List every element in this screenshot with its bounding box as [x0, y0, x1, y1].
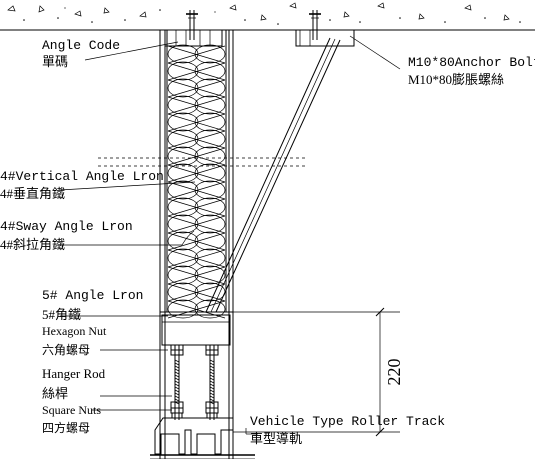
- ceiling-slab: [0, 2, 535, 31]
- hanger-rod-label: Hanger Rod: [42, 366, 106, 381]
- angle-iron-5-label: 5# Angle Lron: [42, 288, 143, 303]
- labels: Angle Code 單碼 M10*80Anchor Bolt M10*80膨脹…: [0, 38, 535, 446]
- sway-angle-brace: [205, 37, 341, 313]
- sway-angle-label: 4#Sway Angle Lron: [0, 219, 133, 234]
- insulation-fill: [167, 44, 226, 319]
- vertical-angle-label-zh: 4#垂直角鐵: [0, 186, 65, 201]
- square-nuts-label-zh: 四方螺母: [42, 420, 90, 435]
- roller-track: [150, 417, 255, 459]
- anchor-bolt-left: [186, 10, 198, 40]
- hexagon-nut-label-zh: 六角螺母: [42, 343, 90, 357]
- angle-code-label-zh: 單碼: [42, 54, 68, 69]
- angle-iron-5-label-zh: 5#角鐵: [42, 307, 81, 322]
- roller-track-label: Vehicle Type Roller Track: [250, 414, 445, 429]
- partition-frame: [159, 30, 234, 459]
- sway-angle-label-zh: 4#斜拉角鐵: [0, 237, 65, 252]
- anchor-bolt-right: [309, 10, 321, 40]
- hanger-rod-right: [205, 344, 219, 420]
- vertical-angle-label: 4#Vertical Angle Lron: [0, 169, 164, 184]
- square-nuts-label: Square Nuts: [42, 403, 101, 417]
- leader-lines: [59, 35, 401, 435]
- dimension-220: 220: [233, 307, 404, 437]
- roller-track-label-zh: 車型導軌: [250, 431, 302, 446]
- anchor-bolt-label: M10*80Anchor Bolt: [408, 55, 535, 70]
- angle-iron-5-header: [161, 314, 231, 346]
- dimension-value: 220: [384, 359, 404, 386]
- angle-code-label: Angle Code: [42, 38, 120, 53]
- hanger-rod-left: [170, 344, 184, 420]
- hexagon-nut-label: Hexagon Nut: [42, 324, 107, 338]
- anchor-bolt-label-zh: M10*80膨脹螺絲: [408, 72, 504, 87]
- hanger-rod-label-zh: 絲桿: [42, 386, 68, 401]
- angle-code-right: [295, 29, 355, 47]
